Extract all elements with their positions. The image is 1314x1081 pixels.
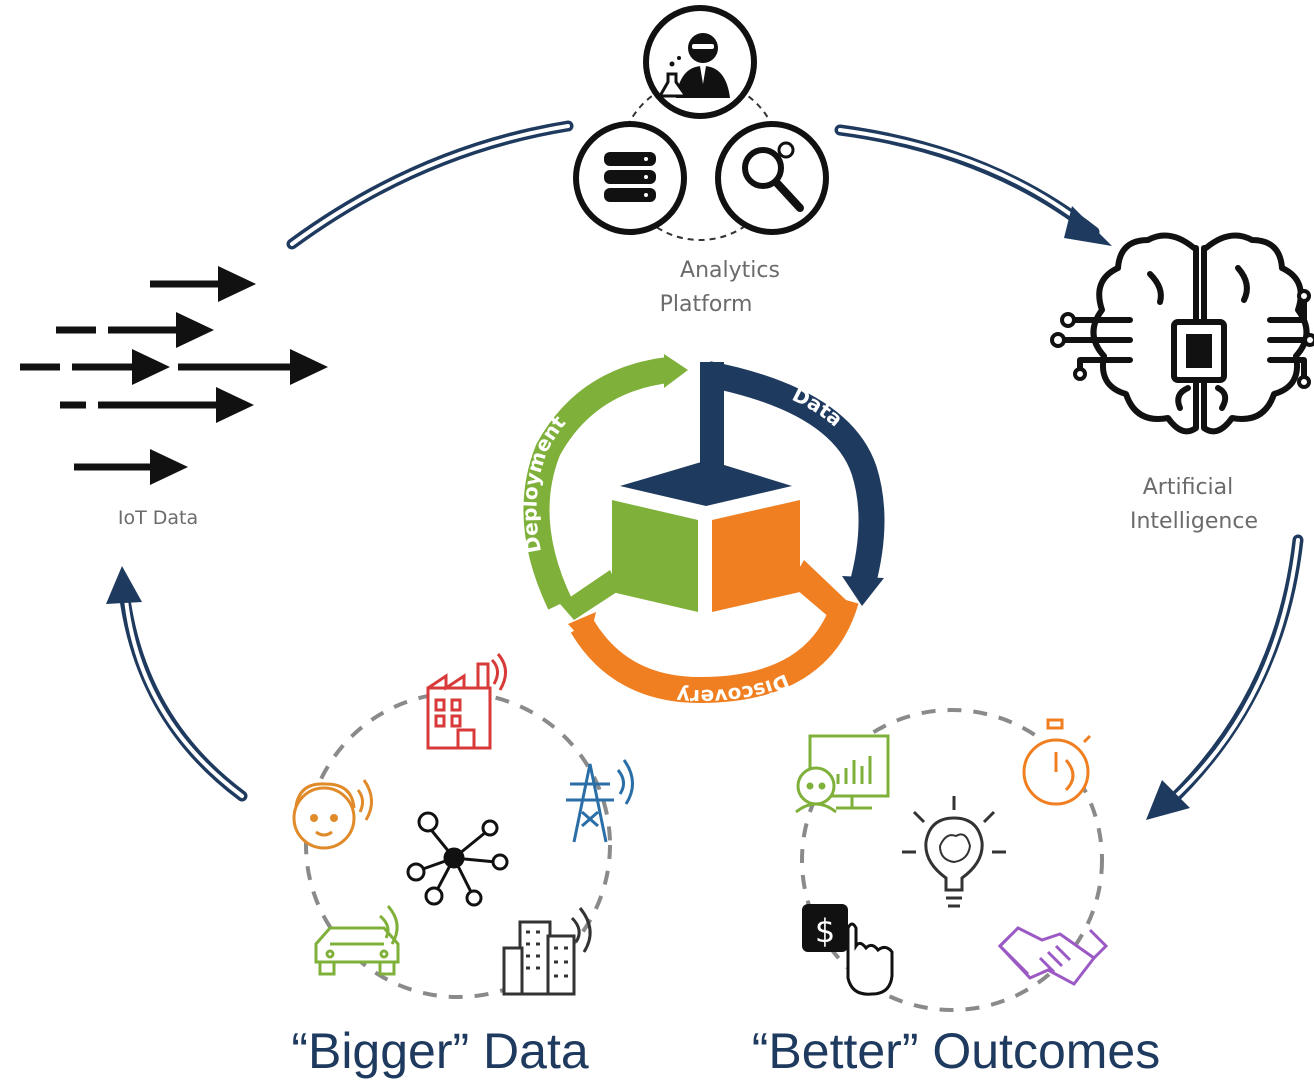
monitor-analytics-icon: [795, 734, 890, 814]
better-outcomes-cluster: $: [795, 708, 1109, 1012]
power-tower-icon: [566, 759, 634, 843]
flow-arrow-analytics-to-ai: [834, 124, 1112, 246]
ai-label-line1: Artificial: [1143, 475, 1234, 500]
analytics-label-line2: Platform: [660, 292, 753, 317]
central-cycle: Deployment Data Discovery: [517, 354, 885, 709]
ai-brain-icon: [1059, 232, 1314, 435]
iot-data-arrows: [20, 266, 328, 485]
data-scientist-icon: [643, 5, 757, 119]
handshake-icon: [997, 926, 1109, 986]
bigger-data-cluster: [292, 653, 634, 999]
flow-arrow-ai-to-outcomes: [1146, 534, 1304, 820]
car-icon: [314, 905, 400, 976]
better-outcomes-title: “Better” Outcomes: [752, 1023, 1160, 1079]
analytics-platform-cluster: Analytics Platform: [573, 5, 829, 317]
iot-data-label: IoT Data: [118, 507, 198, 529]
database-icon: [573, 121, 687, 235]
flow-arrow-bigger-data-to-iot: [106, 566, 248, 802]
network-hub-icon: [406, 811, 509, 907]
factory-icon: [426, 653, 507, 750]
buildings-icon: [502, 907, 592, 996]
dollar-symbol: $: [815, 912, 835, 950]
dollar-payment-icon: $: [802, 904, 894, 996]
flow-arrow-iot-to-analytics: [286, 120, 574, 250]
lightbulb-idea-icon: [902, 796, 1006, 908]
person-icon: [292, 779, 373, 850]
search-analysis-icon: [715, 121, 829, 235]
ai-circuit-nodes: [1050, 289, 1314, 389]
analytics-label-line1: Analytics: [680, 258, 780, 283]
bigger-data-title: “Bigger” Data: [291, 1023, 589, 1079]
cube-left-face: [612, 500, 698, 612]
stopwatch-icon: [1022, 718, 1092, 806]
cube-right-face: [712, 500, 800, 612]
ai-label-line2: Intelligence: [1130, 509, 1258, 534]
cube-top-face: [620, 460, 792, 506]
